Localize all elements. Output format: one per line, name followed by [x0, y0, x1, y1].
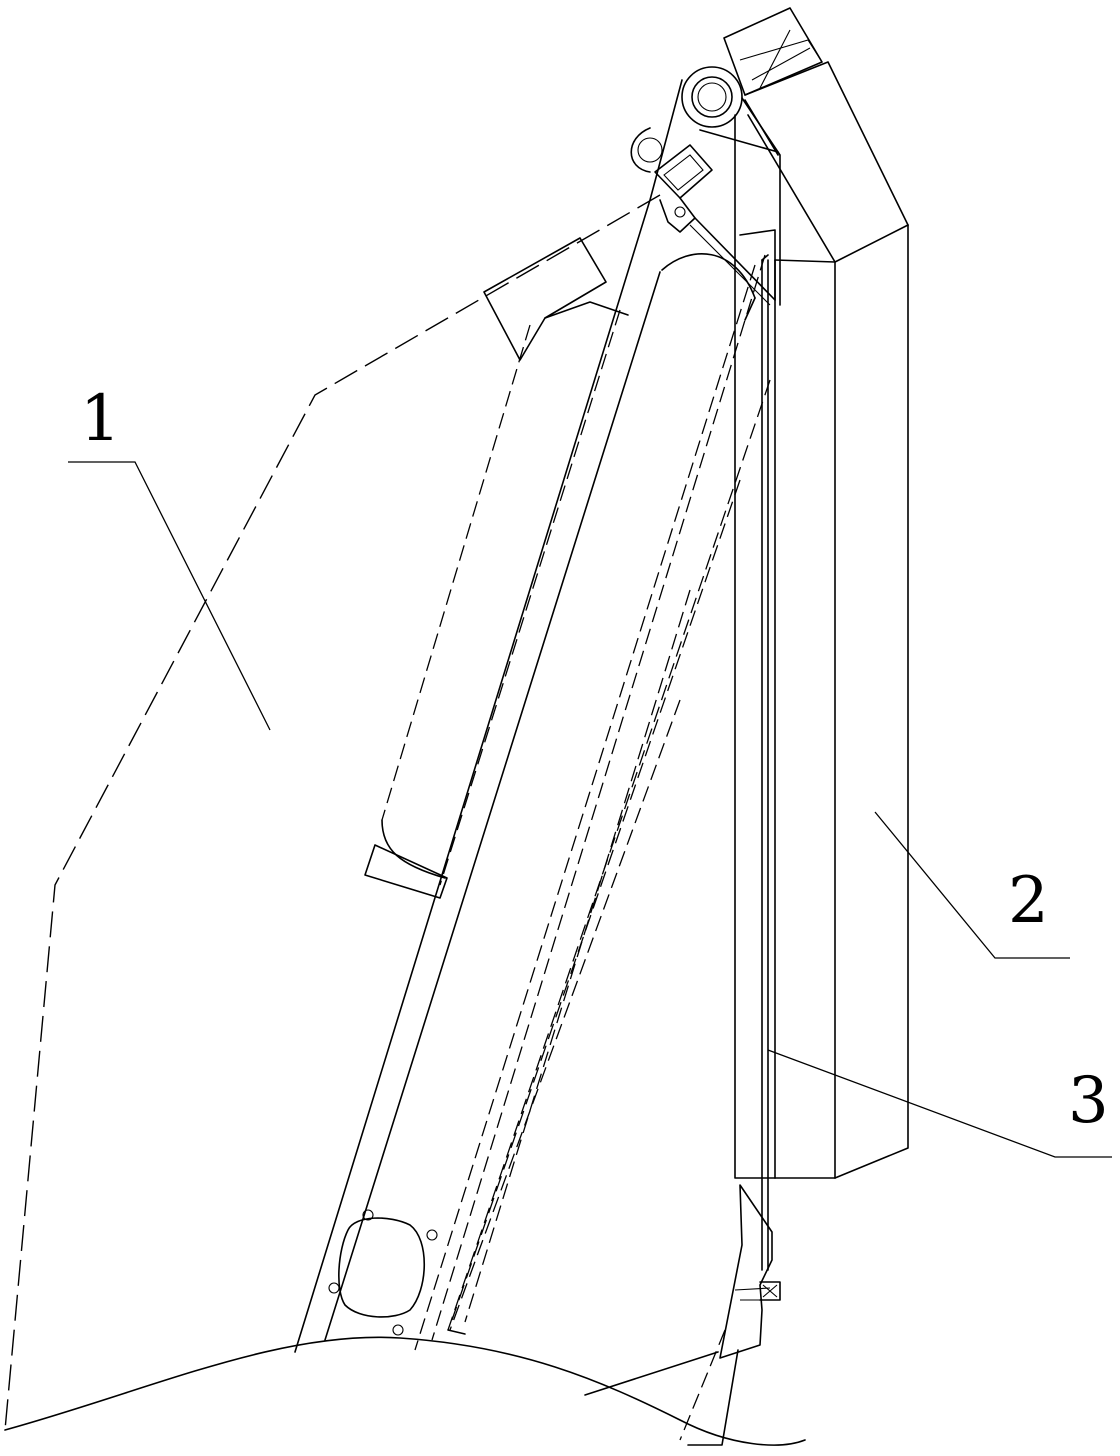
- lower-latch: [584, 1184, 781, 1446]
- top-cap: [723, 7, 823, 96]
- numeral-1: 1: [80, 382, 121, 456]
- callout-2: 2: [874, 811, 1070, 959]
- arm-rails: [381, 254, 771, 1351]
- panel-box: [734, 61, 909, 1179]
- arm-base: [328, 1209, 438, 1336]
- body-outline: [4, 194, 806, 1446]
- numeral-2: 2: [1008, 864, 1049, 938]
- upper-mount: [483, 237, 629, 361]
- hinge-pivot: [630, 66, 743, 173]
- rod: [761, 254, 769, 1271]
- callout-3: 3: [767, 1049, 1112, 1158]
- numeral-3: 3: [1068, 1064, 1109, 1138]
- lower-mount: [364, 819, 448, 899]
- lifting-arm: [294, 79, 781, 1353]
- callout-1: 1: [68, 382, 271, 731]
